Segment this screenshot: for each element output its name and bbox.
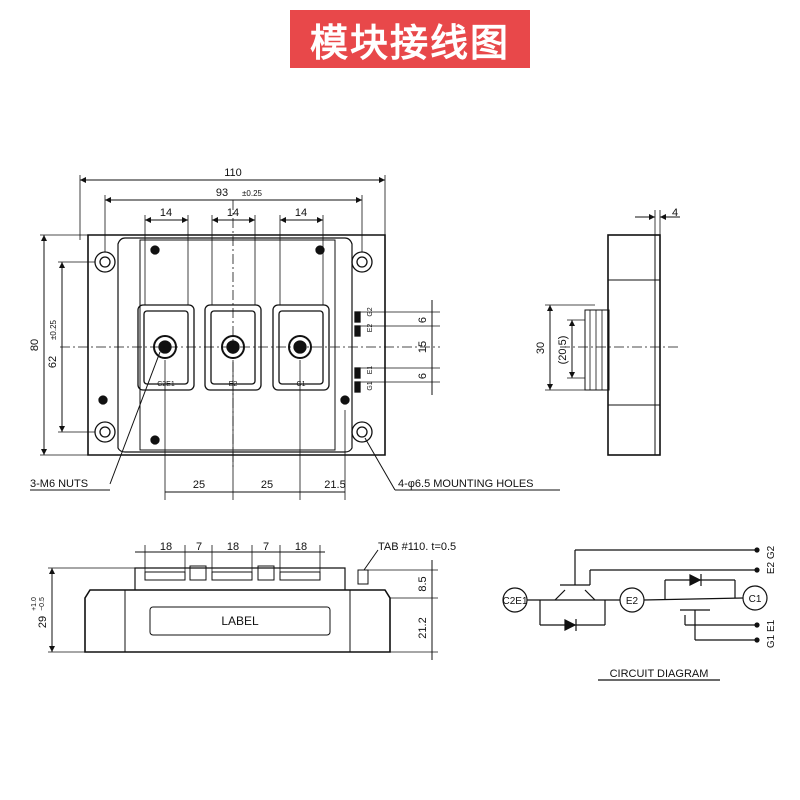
dim-7-b: 7: [263, 541, 269, 553]
dim-20-5: (20.5): [557, 336, 569, 365]
dim-terminal-width-2: 14: [227, 207, 239, 219]
dim-bottom-a: 25: [193, 479, 205, 491]
dim-overall-height: 80: [29, 339, 41, 351]
dim-height-tol-minus: −0.5: [39, 597, 46, 611]
callout-holes: 4-φ6.5 MOUNTING HOLES: [398, 478, 534, 490]
pin-label-g1: G1: [367, 381, 374, 390]
dim-overall-width: 110: [224, 167, 242, 179]
dim-21-2: 21.2: [417, 617, 429, 638]
terminal-label-c1: C1: [297, 381, 306, 388]
dim-hole-spacing: 93: [216, 187, 228, 199]
dim-height-tol-plus: +1.0: [31, 597, 38, 611]
callout-nuts: 3-M6 NUTS: [30, 478, 88, 490]
page-title: 模块接线图: [309, 20, 510, 65]
pin-label-e1: E1: [367, 366, 374, 375]
dim-hole-height-tol: ±0.25: [49, 319, 58, 340]
dim-bottom-c: 21.5: [324, 479, 345, 491]
dim-pin-c: 6: [417, 373, 429, 379]
dim-hole-tol: ±0.25: [242, 189, 263, 198]
dim-8-5: 8.5: [417, 576, 429, 591]
dim-18-b: 18: [227, 541, 239, 553]
dim-18-c: 18: [295, 541, 307, 553]
circuit-pin-g1e1: G1 E1: [766, 619, 777, 648]
circuit-node-c2e1: C2E1: [502, 596, 527, 607]
front-view: [48, 545, 438, 660]
dim-thickness: 4: [672, 207, 678, 219]
circuit-caption: CIRCUIT DIAGRAM: [610, 668, 709, 680]
dim-7-a: 7: [196, 541, 202, 553]
circuit-node-e2: E2: [626, 596, 639, 607]
terminal-label-e2: E2: [229, 381, 238, 388]
dim-30: 30: [535, 342, 547, 354]
pin-label-g2: G2: [367, 307, 374, 316]
label-text: LABEL: [221, 614, 259, 628]
dim-terminal-width-1: 14: [160, 207, 172, 219]
terminal-label-c2e1: C2E1: [157, 381, 175, 388]
dim-pin-b: 15: [417, 341, 429, 353]
dim-bottom-b: 25: [261, 479, 273, 491]
tab-note: TAB #110. t=0.5: [378, 541, 456, 553]
dim-hole-height: 62: [47, 356, 59, 368]
dim-pin-a: 6: [417, 317, 429, 323]
side-view: [545, 210, 680, 456]
dim-height-total: 29: [37, 616, 49, 628]
top-view: [30, 175, 560, 500]
title-banner: 模块接线图: [290, 10, 530, 68]
circuit-pin-e2g2: E2 G2: [766, 545, 777, 574]
pin-label-e2: E2: [367, 324, 374, 333]
dim-18-a: 18: [160, 541, 172, 553]
circuit-diagram: [502, 547, 768, 681]
circuit-node-c1: C1: [749, 594, 762, 605]
dim-terminal-width-3: 14: [295, 207, 307, 219]
